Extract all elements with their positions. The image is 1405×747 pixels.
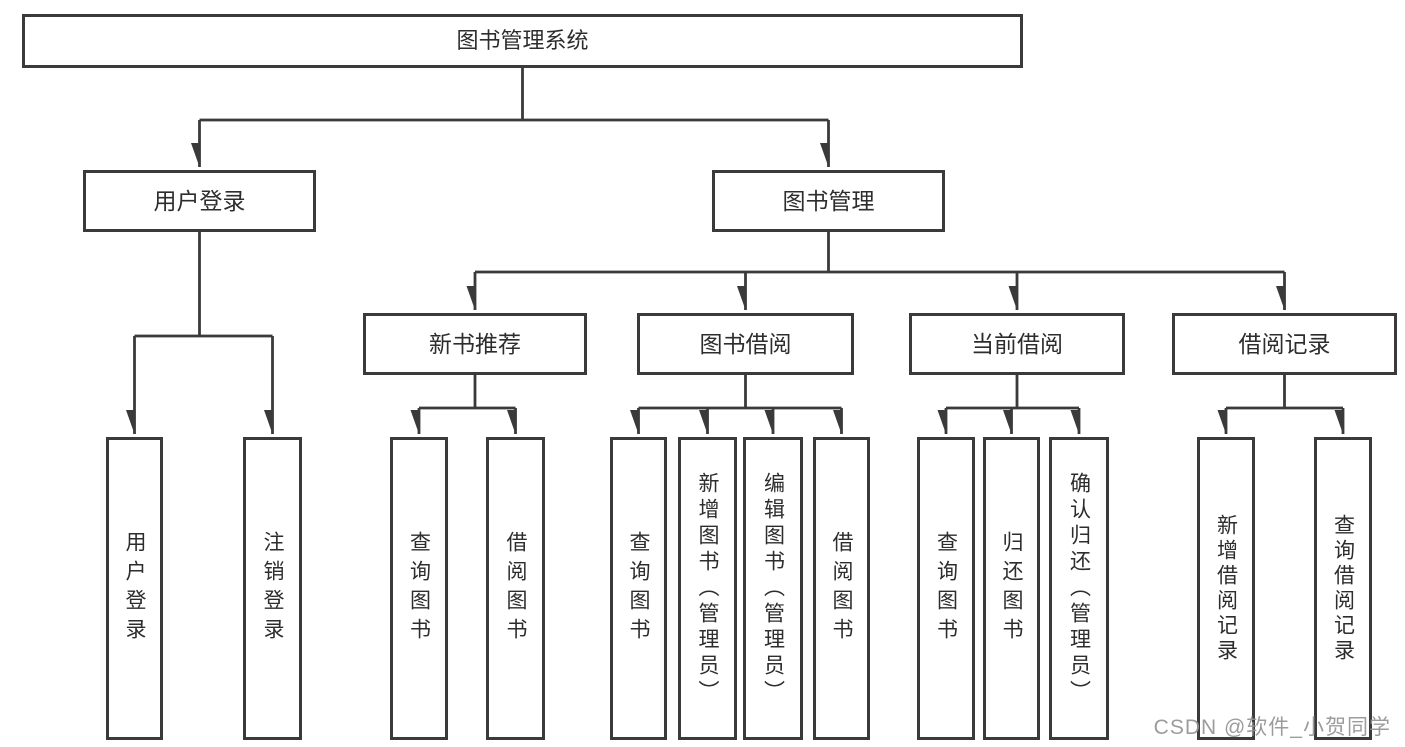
connector-borrow-record-bus [1226, 375, 1343, 410]
node-book-borrow: 图书借阅 [637, 313, 854, 375]
node-leaf-bb-query-books: 查询图书 [610, 437, 667, 740]
node-new-book-recommend: 新书推荐 [363, 313, 587, 375]
node-leaf-cb-query-books: 查询图书 [917, 437, 975, 740]
node-leaf-cb-confirm-return-admin: 确认归还（管理员） [1049, 437, 1109, 740]
connector-root-bus [199, 68, 829, 122]
connector-current-borrow-bus [946, 375, 1079, 410]
connector-book-mgmt-bus [475, 232, 1285, 274]
connector-book-borrow-bus [638, 375, 842, 410]
node-leaf-nb-query-books: 查询图书 [390, 437, 448, 740]
node-leaf-br-query-record: 查询借阅记录 [1314, 437, 1372, 740]
node-user-login: 用户登录 [83, 170, 316, 232]
node-leaf-cb-return-books: 归还图书 [983, 437, 1040, 740]
node-leaf-user-login: 用户登录 [106, 437, 163, 740]
csdn-watermark: CSDN @软件_小贺同学 [1153, 716, 1391, 739]
node-leaf-nb-borrow-books: 借阅图书 [486, 437, 545, 740]
node-borrow-record: 借阅记录 [1172, 313, 1397, 375]
node-leaf-logout: 注销登录 [243, 437, 302, 740]
node-book-management: 图书管理 [712, 170, 945, 232]
node-leaf-br-add-record: 新增借阅记录 [1197, 437, 1255, 740]
node-current-borrow: 当前借阅 [909, 313, 1125, 375]
node-root-library-system: 图书管理系统 [22, 14, 1023, 68]
node-leaf-bb-edit-books-admin: 编辑图书（管理员） [743, 437, 803, 740]
node-leaf-bb-add-books-admin: 新增图书（管理员） [678, 437, 737, 740]
connector-user-login-bus [134, 232, 273, 338]
node-leaf-bb-borrow-books: 借阅图书 [813, 437, 870, 740]
connector-new-book-bus [419, 375, 516, 410]
